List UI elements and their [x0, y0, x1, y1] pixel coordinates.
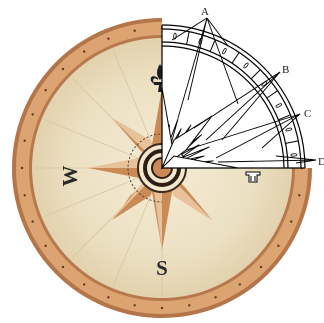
rim-dot — [44, 89, 46, 91]
rim-dot — [134, 304, 136, 306]
rim-dot — [290, 220, 292, 222]
rim-dot — [107, 38, 109, 40]
rim-dot — [62, 68, 64, 70]
rim-dot — [107, 296, 109, 298]
rim-dot — [24, 194, 26, 196]
rim-dot — [239, 283, 241, 285]
rim-dot — [32, 220, 34, 222]
callout-c: C — [304, 108, 311, 120]
rim-dot — [298, 194, 300, 196]
rim-dot — [134, 30, 136, 32]
rim-dot — [161, 307, 163, 309]
rim-dot — [83, 283, 85, 285]
callout-a: A — [201, 6, 209, 18]
rim-dot — [260, 266, 262, 268]
label-south: S — [156, 256, 168, 280]
rim-dot — [24, 140, 26, 142]
callout-d: D — [318, 156, 324, 168]
label-west: W — [58, 166, 82, 187]
rim-dot — [62, 266, 64, 268]
rim-dot — [214, 296, 216, 298]
rim-dot — [188, 304, 190, 306]
rim-dot — [21, 167, 23, 169]
rim-dot — [44, 245, 46, 247]
rim-dot — [83, 50, 85, 52]
rim-dot — [32, 113, 34, 115]
callout-b: B — [282, 64, 289, 76]
rim-dot — [277, 245, 279, 247]
